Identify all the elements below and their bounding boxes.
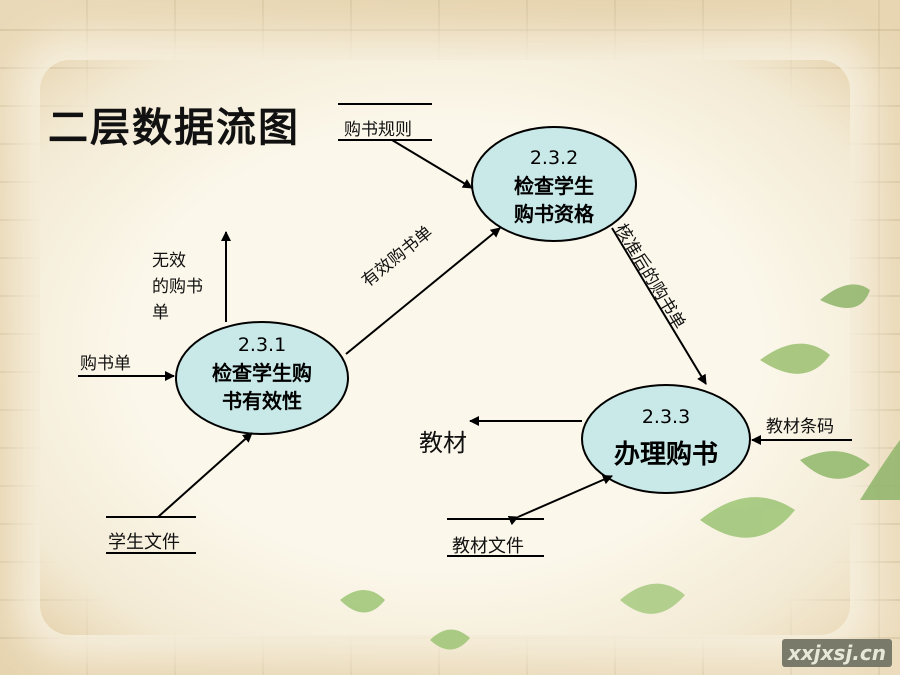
process-2-3-2-id: 2.3.2 (529, 147, 579, 169)
leaf-decoration (340, 284, 900, 650)
flow-label-invalid-2: 的购书 (152, 277, 203, 297)
flow-label-invalid-1: 无效 (152, 251, 186, 271)
store-label-rules: 购书规则 (344, 120, 412, 140)
process-2-3-1-text: 2.3.1 检查学生购 书有效性 (180, 331, 344, 415)
process-2-3-2-name-line2: 购书资格 (514, 202, 594, 226)
store-label-textbook-file: 教材文件 (452, 536, 524, 557)
flow-label-invalid-3: 单 (152, 303, 169, 323)
store-student-lines (106, 516, 196, 554)
arrow-textbook-file (507, 475, 613, 526)
arrow-valid-order (345, 227, 501, 355)
page-title: 二层数据流图 (48, 104, 300, 151)
flow-label-textbook-out: 教材 (419, 429, 467, 457)
slide-panel (40, 60, 850, 635)
arrow-student-file (157, 432, 253, 518)
arrow-approved (611, 227, 707, 385)
store-rules-lines (338, 103, 432, 141)
store-label-student-file: 学生文件 (108, 532, 180, 553)
process-2-3-2-text: 2.3.2 检查学生 购书资格 (474, 144, 634, 228)
process-2-3-3-id: 2.3.3 (641, 406, 691, 428)
arrow-rules (391, 139, 473, 189)
process-2-3-2-name-line1: 检查学生 (514, 174, 594, 198)
flow-label-barcode-in: 教材条码 (766, 417, 834, 437)
process-2-3-1[interactable] (175, 321, 349, 435)
flow-label-order-in: 购书单 (80, 354, 131, 374)
process-2-3-1-name-line2: 书有效性 (222, 389, 302, 413)
process-2-3-1-name-line1: 检查学生购 (212, 361, 312, 385)
process-2-3-3[interactable] (581, 384, 751, 494)
process-2-3-3-name-line1: 办理购书 (613, 440, 718, 470)
process-2-3-1-id: 2.3.1 (237, 334, 287, 356)
watermark: xxjxsj.cn (781, 639, 892, 667)
process-2-3-3-text: 2.3.3 办理购书 (584, 398, 748, 474)
